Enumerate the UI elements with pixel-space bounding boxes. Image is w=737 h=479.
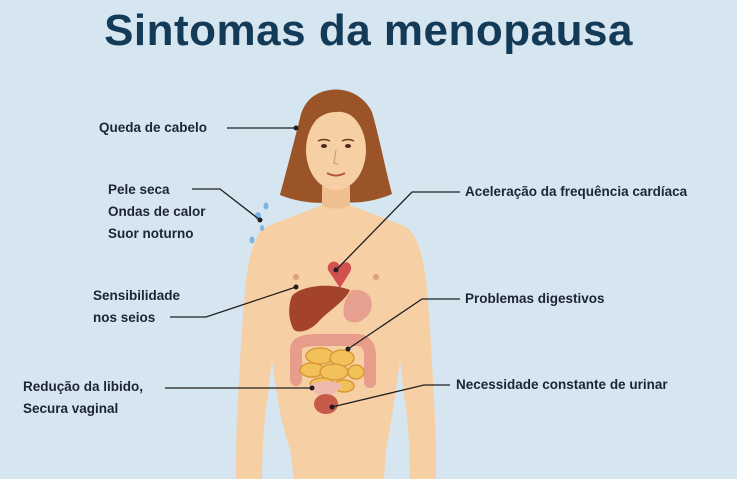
heart-organ: [327, 261, 352, 288]
label-hair-loss: Queda de cabelo: [99, 117, 207, 139]
leader-lines: [165, 127, 460, 408]
label-heart-rate: Aceleração da frequência cardíaca: [465, 181, 687, 203]
label-dry-skin: Pele seca: [108, 182, 170, 197]
label-libido: Redução da libido, Secura vaginal: [23, 376, 143, 420]
large-intestine: [290, 334, 376, 388]
label-skin: Pele seca Ondas de calor Suor noturno: [108, 179, 206, 245]
label-breasts-line2: nos seios: [93, 310, 156, 325]
label-text: Queda de cabelo: [99, 120, 208, 135]
label-urination: Necessidade constante de urinar: [456, 374, 668, 396]
label-libido-line2: Secura vaginal: [23, 401, 119, 416]
label-breasts: Sensibilidade nos seios: [93, 285, 180, 329]
label-libido-line1: Redução da libido,: [23, 379, 144, 394]
label-text: Necessidade constante de urinar: [456, 377, 668, 392]
body-silhouette: [236, 186, 436, 479]
label-text: Problemas digestivos: [465, 291, 605, 306]
label-digestive: Problemas digestivos: [465, 288, 605, 310]
page-title: Sintomas da menopausa: [104, 6, 633, 55]
label-text: Aceleração da frequência cardíaca: [465, 184, 688, 199]
liver-organ: [289, 285, 350, 332]
bladder-organ: [314, 394, 338, 414]
stomach-organ: [343, 289, 372, 323]
label-night-sweats: Suor noturno: [108, 226, 194, 241]
label-hot-flashes: Ondas de calor: [108, 204, 206, 219]
label-breasts-line1: Sensibilidade: [93, 288, 181, 303]
uterus-organ: [310, 381, 342, 396]
